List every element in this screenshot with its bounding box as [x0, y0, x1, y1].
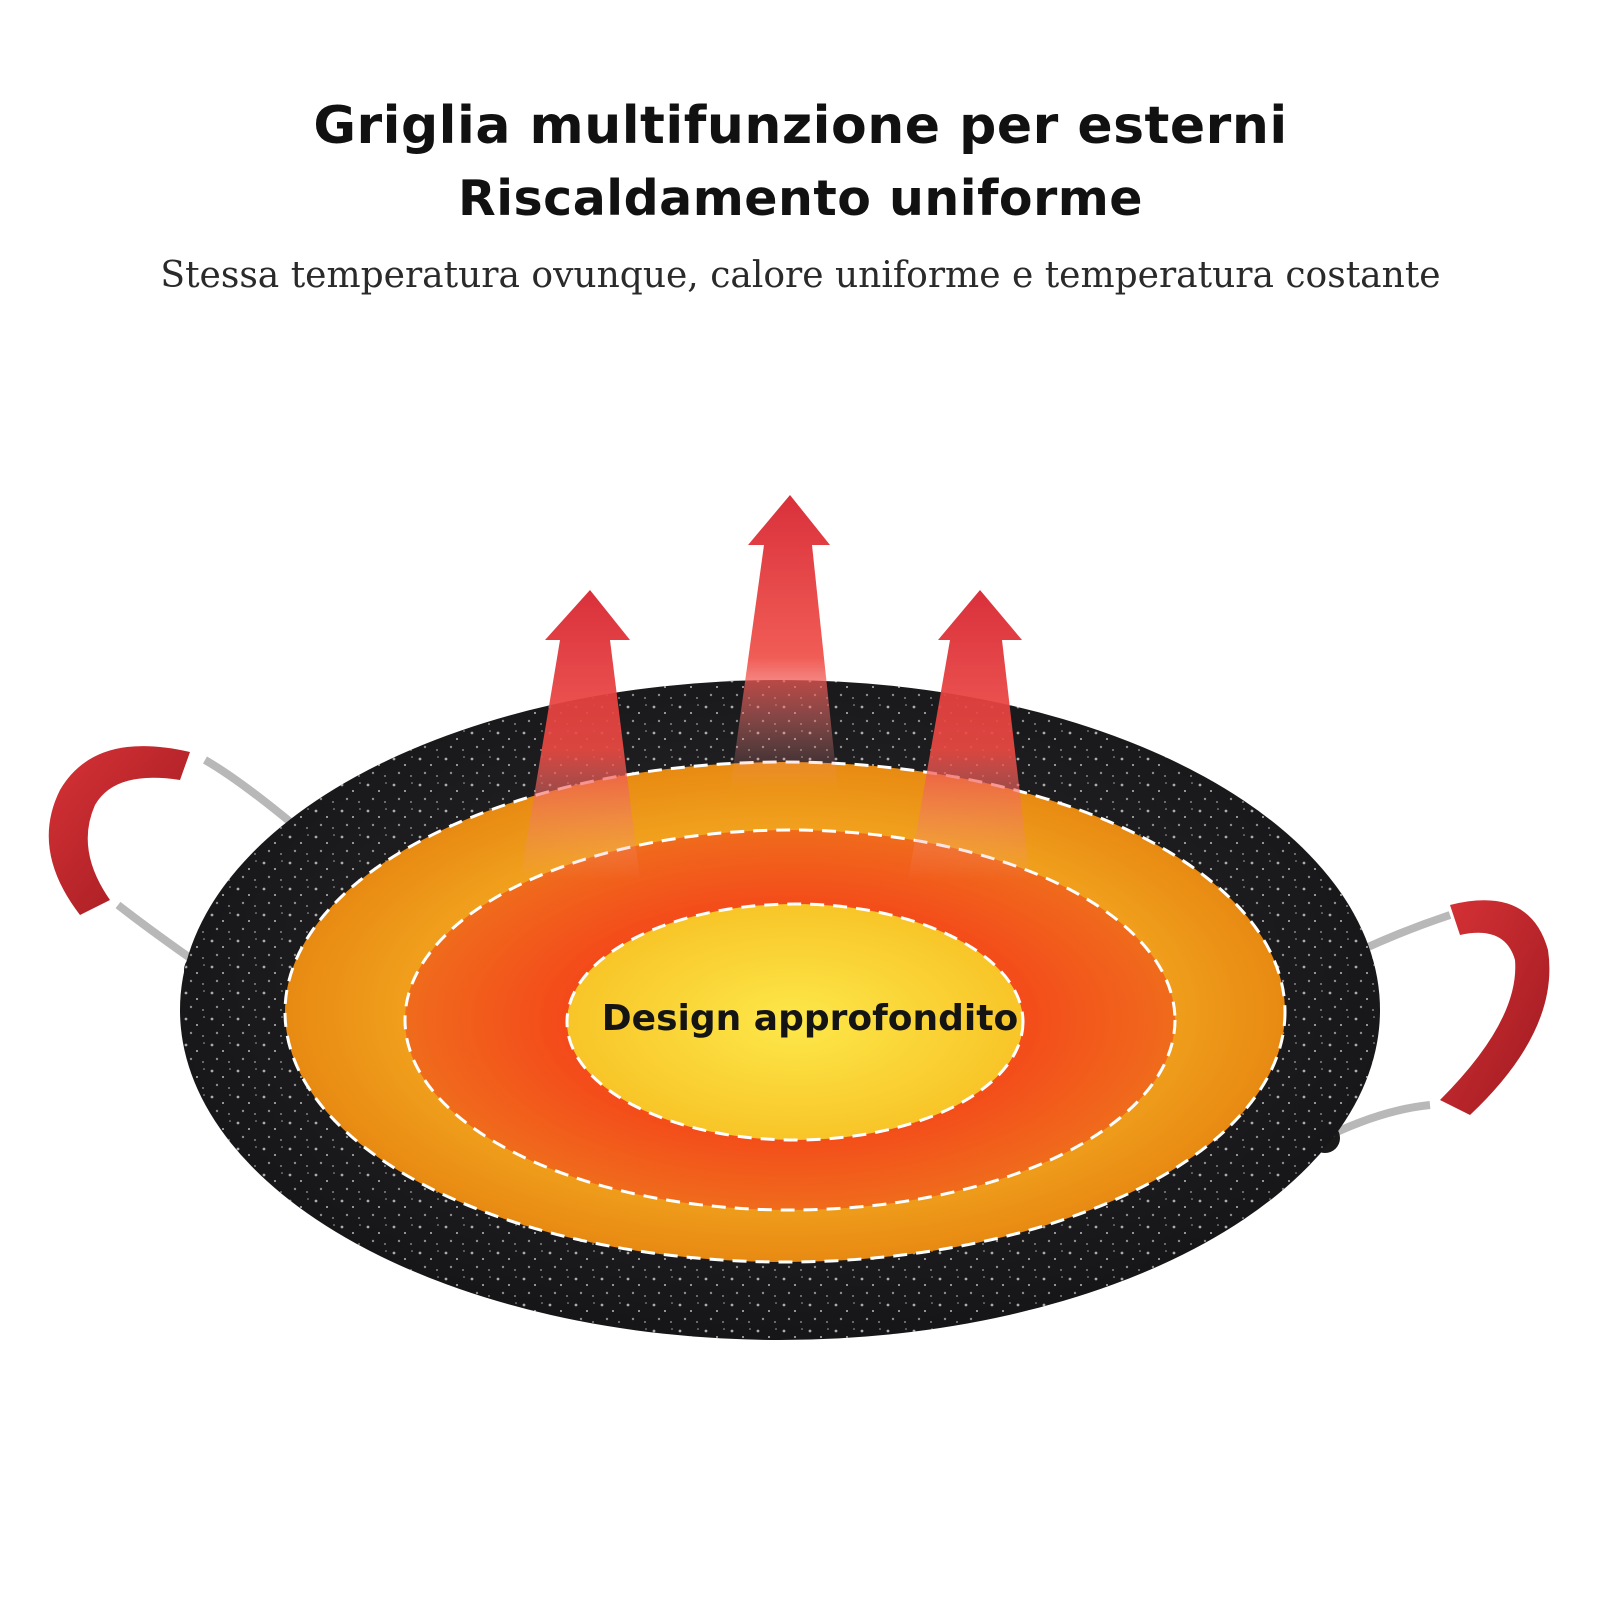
- heat-arrow-center: [730, 495, 838, 790]
- heat-zone-inner: [565, 902, 1025, 1142]
- headline: Griglia multifunzione per esterni: [313, 96, 1288, 156]
- heat-arrow-left: [520, 590, 640, 880]
- heat-arrow-right: [908, 590, 1030, 880]
- sub-headline: Riscaldamento uniforme: [457, 170, 1144, 227]
- center-label: Design approfondito: [602, 998, 1018, 1039]
- tagline: Stessa temperatura ovunque, calore unifo…: [160, 255, 1441, 296]
